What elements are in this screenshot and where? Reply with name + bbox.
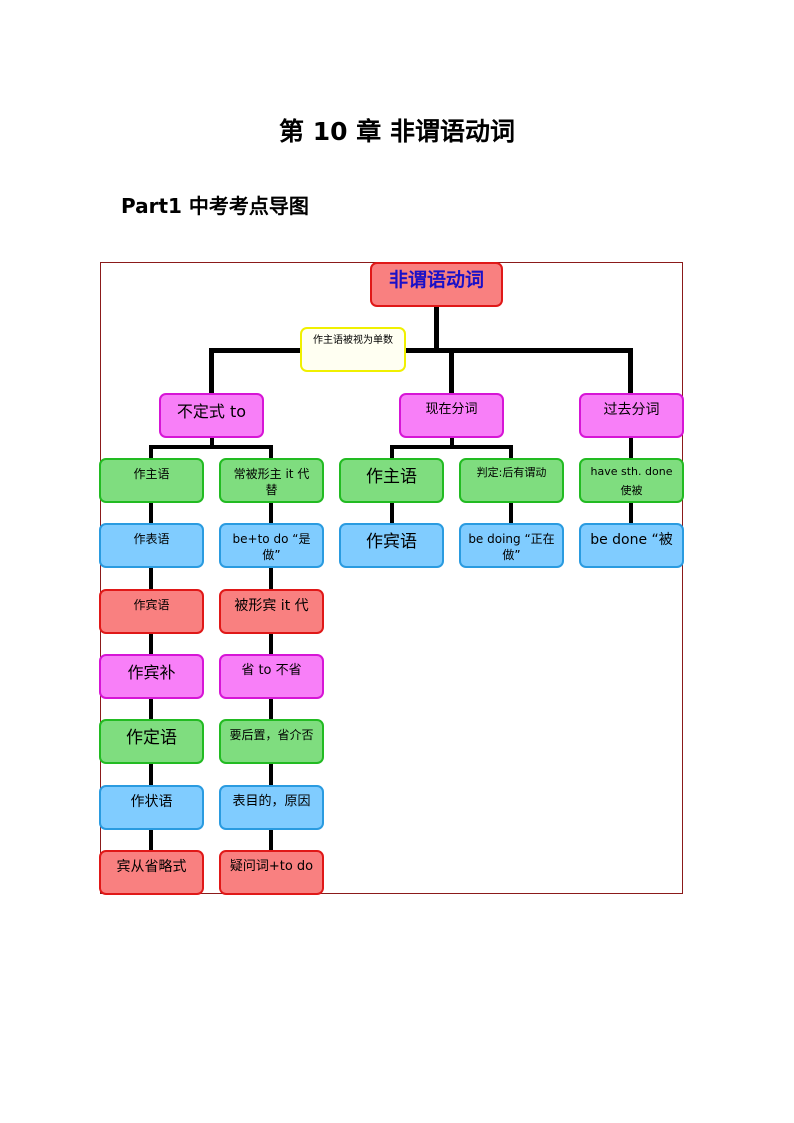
- connector: [210, 437, 214, 447]
- node-inf-right-2: be+to do “是 做”: [219, 523, 324, 568]
- connector: [449, 348, 454, 394]
- branch-infinitive: 不定式 to: [159, 393, 264, 438]
- node-inf-right-6: 表目的，原因: [219, 785, 324, 830]
- node-present-right-1: 判定:后有谓动: [459, 458, 564, 503]
- connector: [209, 348, 214, 394]
- connector: [390, 502, 394, 524]
- connector: [149, 633, 153, 655]
- connector: [390, 445, 513, 449]
- connector: [629, 437, 633, 459]
- connector: [269, 764, 273, 786]
- node-inf-left-4: 作宾补: [99, 654, 204, 699]
- node-present-left-1: 作主语: [339, 458, 444, 503]
- node-inf-right-5: 要后置，省介否: [219, 719, 324, 764]
- connector: [629, 502, 633, 524]
- connector: [390, 445, 394, 459]
- node-inf-right-3: 被形宾 it 代: [219, 589, 324, 634]
- node-present-left-2: 作宾语: [339, 523, 444, 568]
- connector: [509, 502, 513, 524]
- connector: [149, 764, 153, 786]
- node-inf-right-4: 省 to 不省: [219, 654, 324, 699]
- connector: [149, 445, 153, 459]
- connector: [434, 306, 439, 351]
- root-node: 非谓语动词: [370, 262, 503, 307]
- branch-past-participle: 过去分词: [579, 393, 684, 438]
- connector: [149, 568, 153, 590]
- node-past-1: have sth. done 使被: [579, 458, 684, 503]
- connector: [149, 698, 153, 720]
- part-title: Part1 中考考点导图: [121, 194, 309, 218]
- connector: [269, 445, 273, 459]
- node-present-right-2: be doing “正在 做”: [459, 523, 564, 568]
- connector: [269, 829, 273, 851]
- branch-present-participle: 现在分词: [399, 393, 504, 438]
- node-inf-right-7: 疑问词+to do: [219, 850, 324, 895]
- note-node: 作主语被视为单数: [300, 327, 406, 372]
- connector: [269, 633, 273, 655]
- connector: [269, 698, 273, 720]
- node-inf-left-3: 作宾语: [99, 589, 204, 634]
- connector: [269, 568, 273, 590]
- page-title: 第 10 章 非谓语动词: [279, 117, 515, 146]
- node-inf-right-1: 常被形主 it 代 替: [219, 458, 324, 503]
- node-past-2: be done “被: [579, 523, 684, 568]
- connector: [628, 348, 633, 394]
- connector: [269, 502, 273, 524]
- node-inf-left-7: 宾从省略式: [99, 850, 204, 895]
- node-inf-left-6: 作状语: [99, 785, 204, 830]
- connector: [149, 829, 153, 851]
- node-inf-left-1: 作主语: [99, 458, 204, 503]
- connector: [450, 437, 454, 447]
- node-inf-left-5: 作定语: [99, 719, 204, 764]
- connector: [149, 445, 273, 449]
- connector: [149, 502, 153, 524]
- node-inf-left-2: 作表语: [99, 523, 204, 568]
- connector: [209, 348, 633, 353]
- connector: [509, 445, 513, 459]
